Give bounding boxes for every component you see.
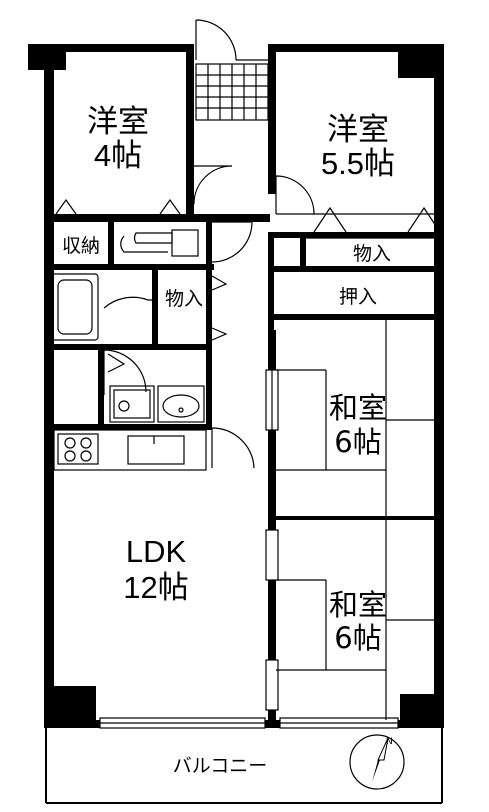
balcony-label: バルコニー xyxy=(173,755,268,777)
western-room-1: 洋室 4帖 xyxy=(55,104,181,215)
entrance xyxy=(195,19,270,121)
closet-label: 押入 xyxy=(339,286,377,308)
storeroom-2: 物入 xyxy=(165,275,228,341)
balcony xyxy=(45,728,443,804)
western-room-2-size: 5.5帖 xyxy=(321,146,395,181)
interior-walls xyxy=(44,44,444,720)
storage-1: 収納 xyxy=(62,235,100,257)
western-room-2-name: 洋室 xyxy=(327,112,389,147)
japanese-room-2-size: 6帖 xyxy=(334,621,381,655)
western-room-2: 洋室 5.5帖 xyxy=(276,112,441,233)
bathroom xyxy=(51,273,99,341)
japanese-room-2: 和室 6帖 xyxy=(265,520,440,720)
western-room-1-size: 4帖 xyxy=(94,138,142,173)
western-room-1-name: 洋室 xyxy=(87,104,149,139)
ldk-name: LDK xyxy=(126,534,187,569)
ldk-size: 12帖 xyxy=(123,570,188,605)
washroom xyxy=(107,353,205,423)
compass-north-label: N xyxy=(386,737,393,747)
ldk: LDK 12帖 xyxy=(123,534,188,605)
storeroom-2-label-line1: 物入 xyxy=(165,288,203,310)
japanese-room-2-name: 和室 xyxy=(329,588,387,622)
toilet xyxy=(120,229,199,257)
doors xyxy=(103,165,315,469)
balcony-windows xyxy=(99,717,399,729)
storeroom-1-label: 物入 xyxy=(353,243,391,265)
japanese-room-1-size: 6帖 xyxy=(334,425,381,459)
storage-1-label: 収納 xyxy=(62,235,100,257)
japanese-room-1: 和室 6帖 xyxy=(265,320,440,516)
closet: 押入 xyxy=(339,286,377,308)
kitchen xyxy=(53,429,207,471)
storeroom-1: 物入 xyxy=(306,237,440,265)
compass-icon: N xyxy=(349,734,405,790)
japanese-room-1-name: 和室 xyxy=(329,391,387,425)
